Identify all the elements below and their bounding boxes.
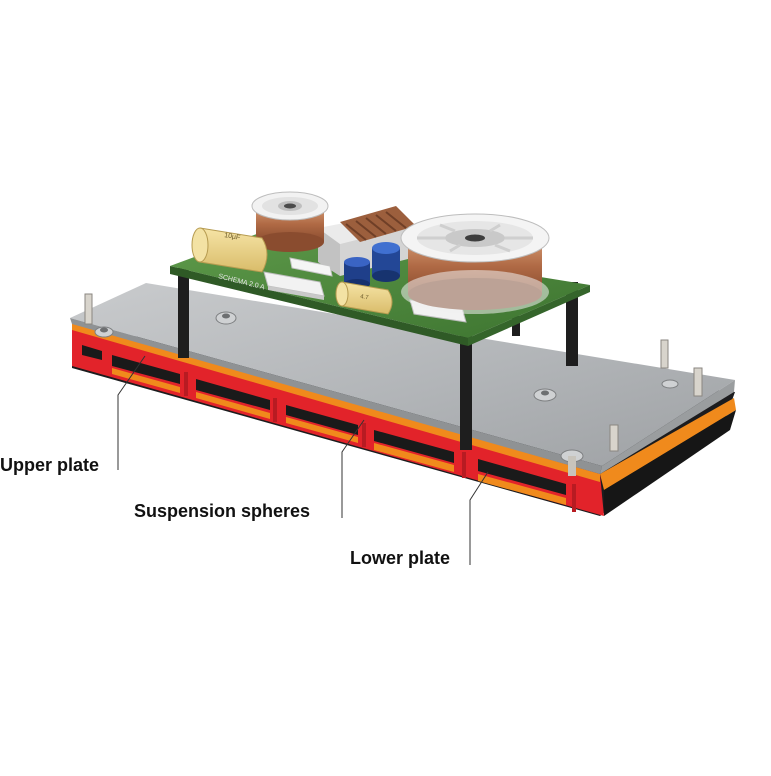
small-capacitor: 4.7 bbox=[335, 281, 393, 315]
screw-icon bbox=[215, 311, 237, 325]
plate-screws bbox=[84, 293, 703, 476]
heatsink bbox=[340, 206, 416, 242]
large-inductor-coil bbox=[400, 213, 550, 314]
standoff-icon bbox=[609, 424, 619, 452]
pcb-posts bbox=[178, 268, 578, 450]
leader-line-upper-plate bbox=[117, 355, 146, 470]
resistor bbox=[263, 271, 325, 300]
electrolytic-capacitor bbox=[344, 257, 370, 289]
resistor bbox=[289, 257, 333, 277]
leader-line-suspension bbox=[341, 419, 365, 518]
small-inductor-coil bbox=[251, 191, 329, 252]
standoff-icon bbox=[660, 339, 669, 369]
screw-icon bbox=[533, 388, 557, 402]
lower-plate-label: Lower plate bbox=[350, 548, 451, 568]
isolation-layer-side bbox=[600, 398, 736, 516]
capacitor-marking: 10µF bbox=[224, 232, 241, 242]
suspension-spheres-label: Suspension spheres bbox=[134, 501, 311, 521]
leader-line-lower-plate bbox=[469, 471, 489, 565]
screw-icon bbox=[84, 293, 93, 325]
large-capacitor: 10µF bbox=[191, 227, 268, 273]
screw-icon bbox=[560, 449, 584, 476]
screw-icon bbox=[661, 379, 679, 389]
upper-plate-label: Upper plate bbox=[0, 455, 100, 475]
leader-lines bbox=[117, 355, 489, 565]
electrolytic-capacitor bbox=[372, 242, 400, 282]
capacitor-marking: 4.7 bbox=[360, 294, 370, 301]
standoff-icon bbox=[693, 367, 703, 397]
screw-icon bbox=[94, 326, 114, 338]
